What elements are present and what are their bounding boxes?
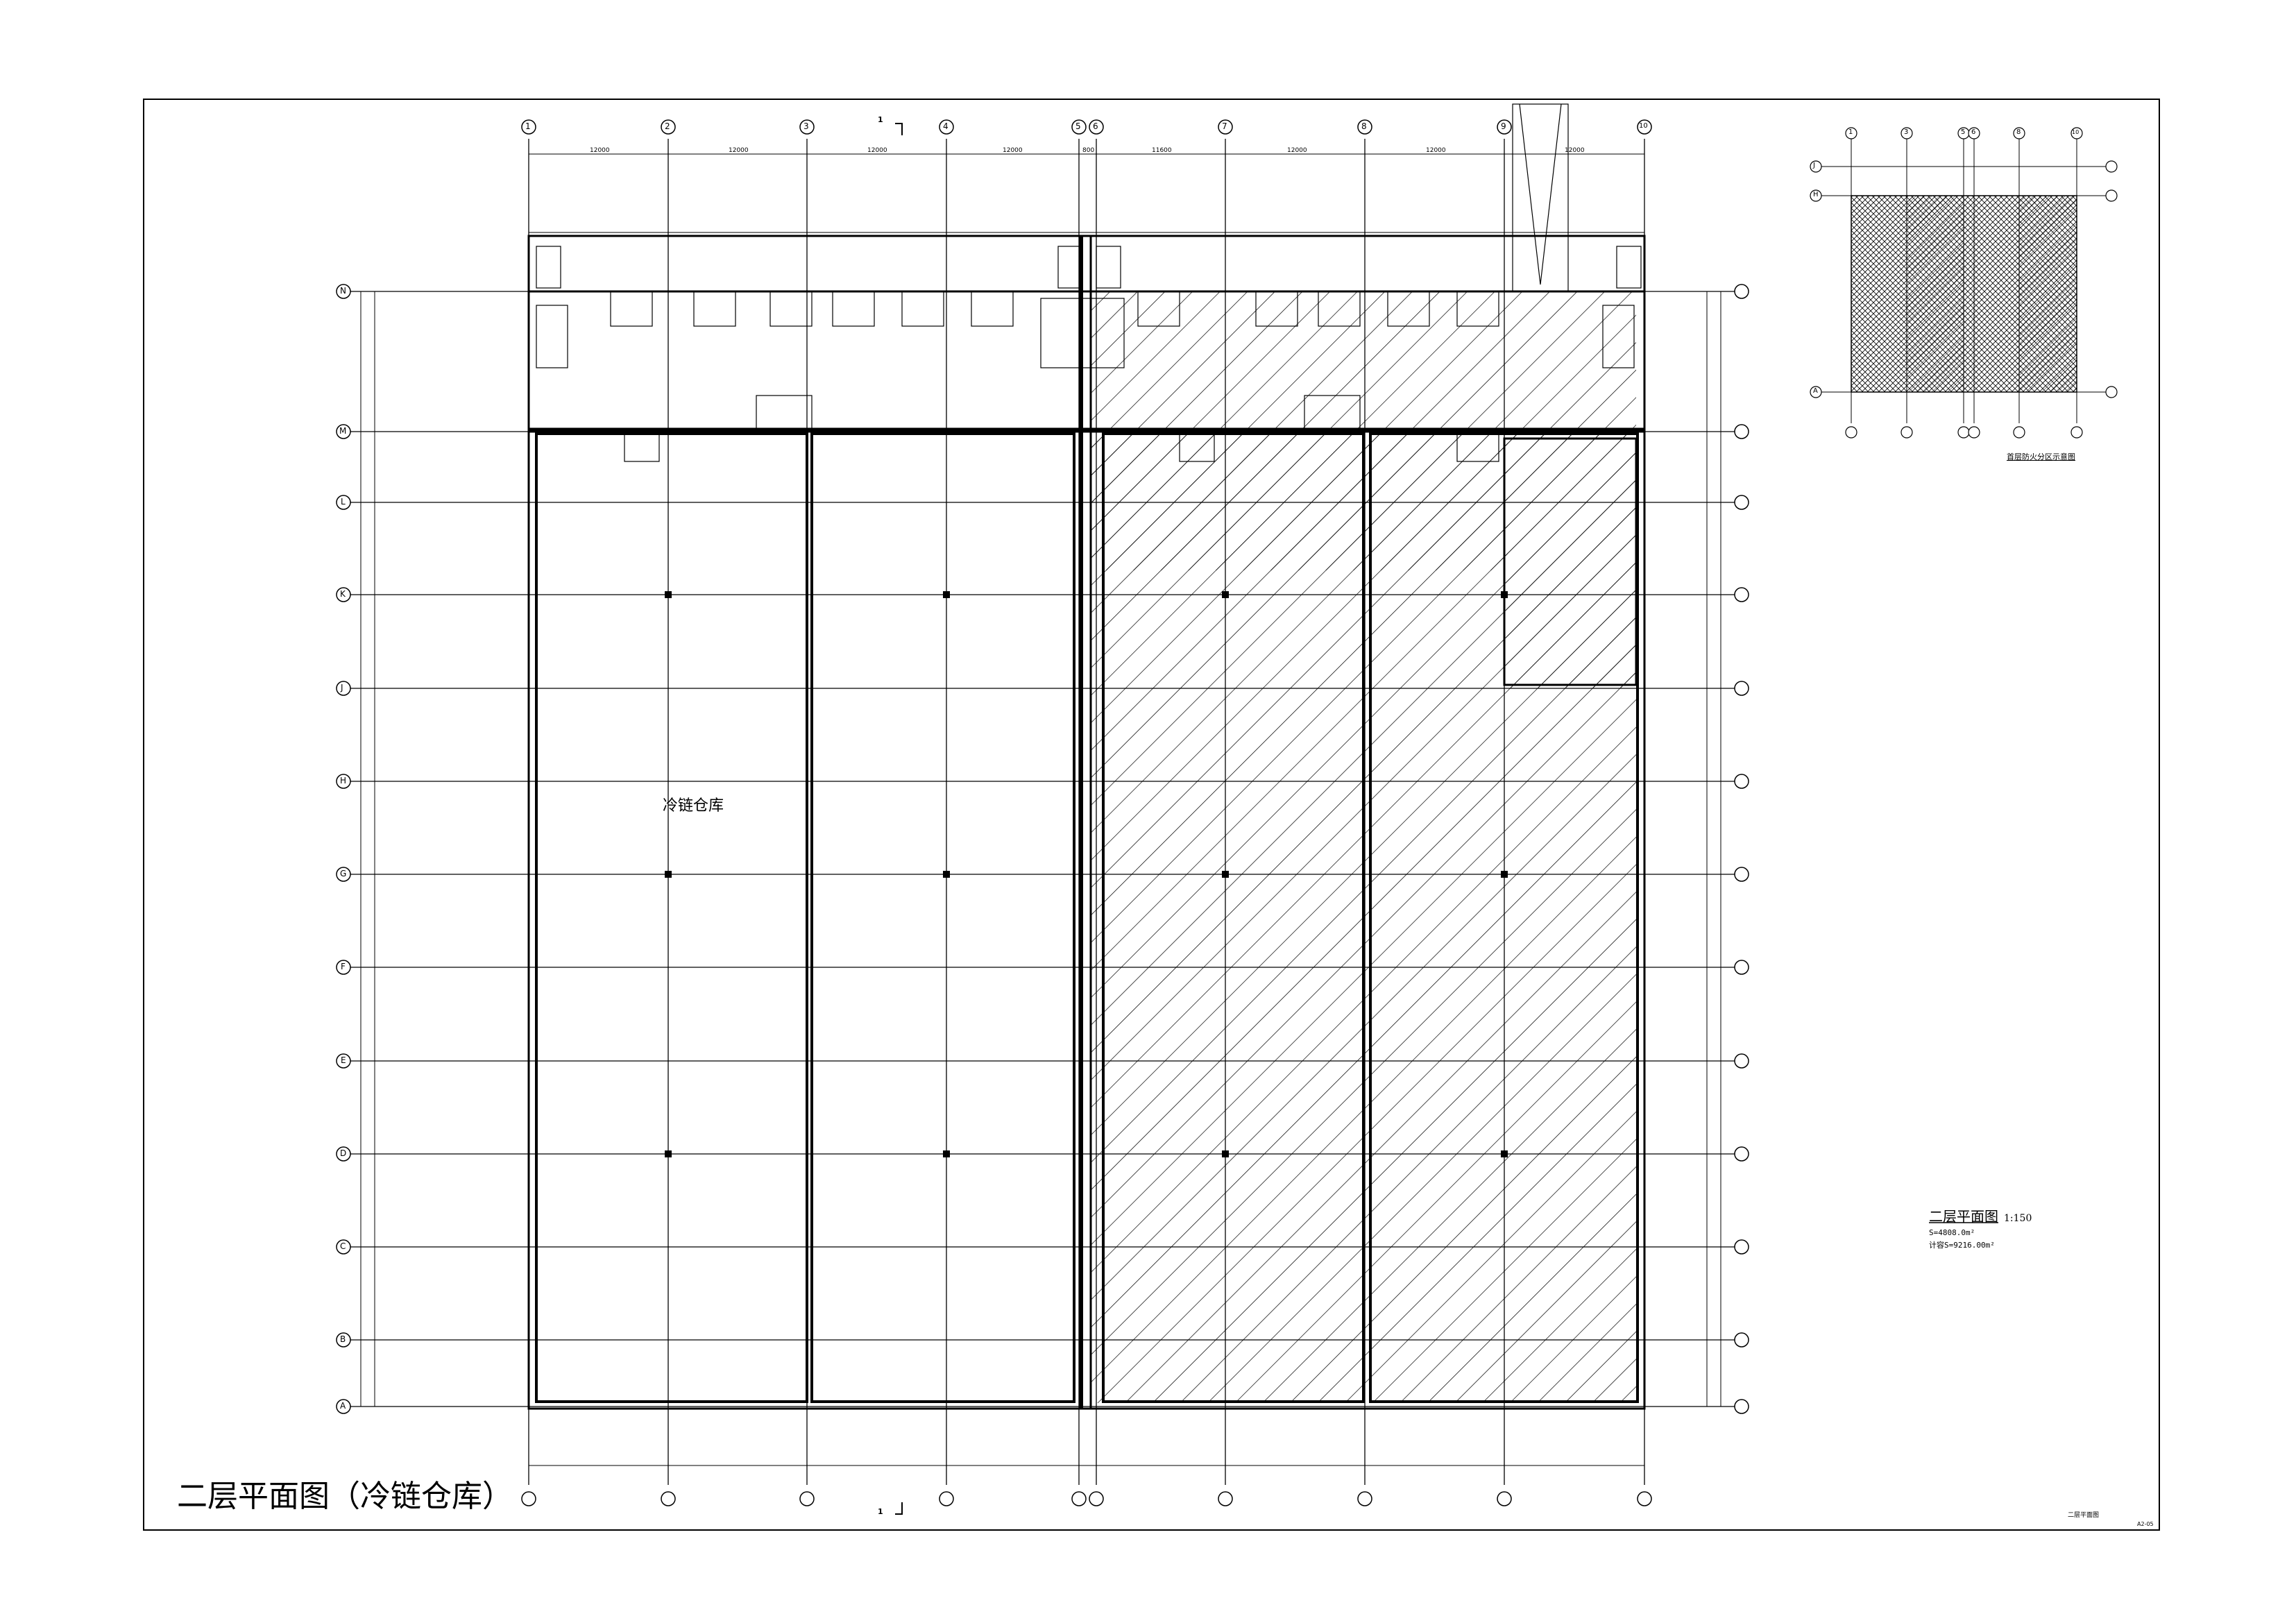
grid-label-B: B — [340, 1334, 346, 1344]
grid-label-N: N — [340, 286, 346, 296]
grid-label-A: A — [340, 1401, 346, 1411]
inset-grid-10: 10 — [2072, 129, 2080, 135]
inset-grid-J: J — [1813, 162, 1815, 169]
dim-7: 12000 — [1287, 147, 1307, 154]
grid-label-10: 10 — [1639, 122, 1648, 130]
section-mark-top: 1 — [878, 115, 883, 124]
area-line-1: S=4808.0m² — [1929, 1228, 1975, 1237]
dim-5: 800 — [1082, 147, 1095, 154]
dim-8: 12000 — [1426, 147, 1446, 154]
room-label: 冷链仓库 — [663, 797, 724, 815]
inset-grid-1: 1 — [1848, 128, 1853, 136]
grid-label-H: H — [340, 776, 347, 785]
drawing-title: 二层平面图（冷链仓库） — [177, 1479, 513, 1514]
inset-grid-A: A — [1813, 387, 1818, 395]
grid-label-3: 3 — [803, 121, 809, 131]
inset-grid-5: 5 — [1961, 128, 1966, 136]
grid-label-2: 2 — [665, 121, 670, 131]
dim-4: 12000 — [1003, 147, 1023, 154]
grid-label-4: 4 — [943, 121, 949, 131]
grid-label-C: C — [340, 1241, 346, 1251]
dim-3: 12000 — [867, 147, 887, 154]
grid-label-M: M — [339, 426, 347, 436]
sheet-number: A2-05 — [2137, 1521, 2154, 1527]
grid-label-F: F — [341, 962, 346, 971]
platform-details — [536, 103, 1642, 462]
scale-value: 1:150 — [2004, 1213, 2032, 1224]
dim-6: 11600 — [1152, 147, 1172, 154]
inset-grid-8: 8 — [2016, 128, 2021, 136]
grid-label-L: L — [341, 497, 346, 507]
area-line-2: 计容S=9216.00m² — [1929, 1241, 1995, 1250]
scale-title-text: 二层平面图 — [1929, 1208, 1998, 1225]
inset-grid-3: 3 — [1904, 128, 1909, 136]
inset-diagram — [1810, 127, 2118, 439]
grid-label-E: E — [341, 1055, 346, 1065]
dim-1: 12000 — [590, 147, 610, 154]
sheet-border — [143, 99, 2160, 1531]
columns — [665, 591, 1508, 1157]
inset-grid-6: 6 — [1971, 128, 1976, 136]
inset-title: 首层防火分区示意图 — [2007, 452, 2075, 461]
section-markers — [895, 123, 903, 1515]
grid-label-8: 8 — [1361, 121, 1367, 131]
grid-label-6: 6 — [1093, 121, 1098, 131]
grid-bubbles — [336, 119, 1749, 1506]
grid-label-G: G — [340, 869, 347, 878]
grid-label-K: K — [340, 589, 346, 599]
grid-label-5: 5 — [1075, 121, 1081, 131]
grid-label-1: 1 — [525, 121, 531, 131]
dim-2: 12000 — [729, 147, 749, 154]
grid-label-7: 7 — [1222, 121, 1227, 131]
section-mark-bottom: 1 — [878, 1507, 883, 1516]
inset-grid-H: H — [1813, 191, 1819, 198]
grid-label-J: J — [341, 683, 343, 692]
sheet-name: 二层平面图 — [2068, 1512, 2100, 1519]
scale-title: 二层平面图 1:150 — [1929, 1205, 2032, 1225]
dim-9: 12000 — [1565, 147, 1585, 154]
grid-label-9: 9 — [1501, 121, 1506, 131]
dimension-lines — [360, 153, 1721, 1466]
grid-label-D: D — [340, 1148, 347, 1158]
